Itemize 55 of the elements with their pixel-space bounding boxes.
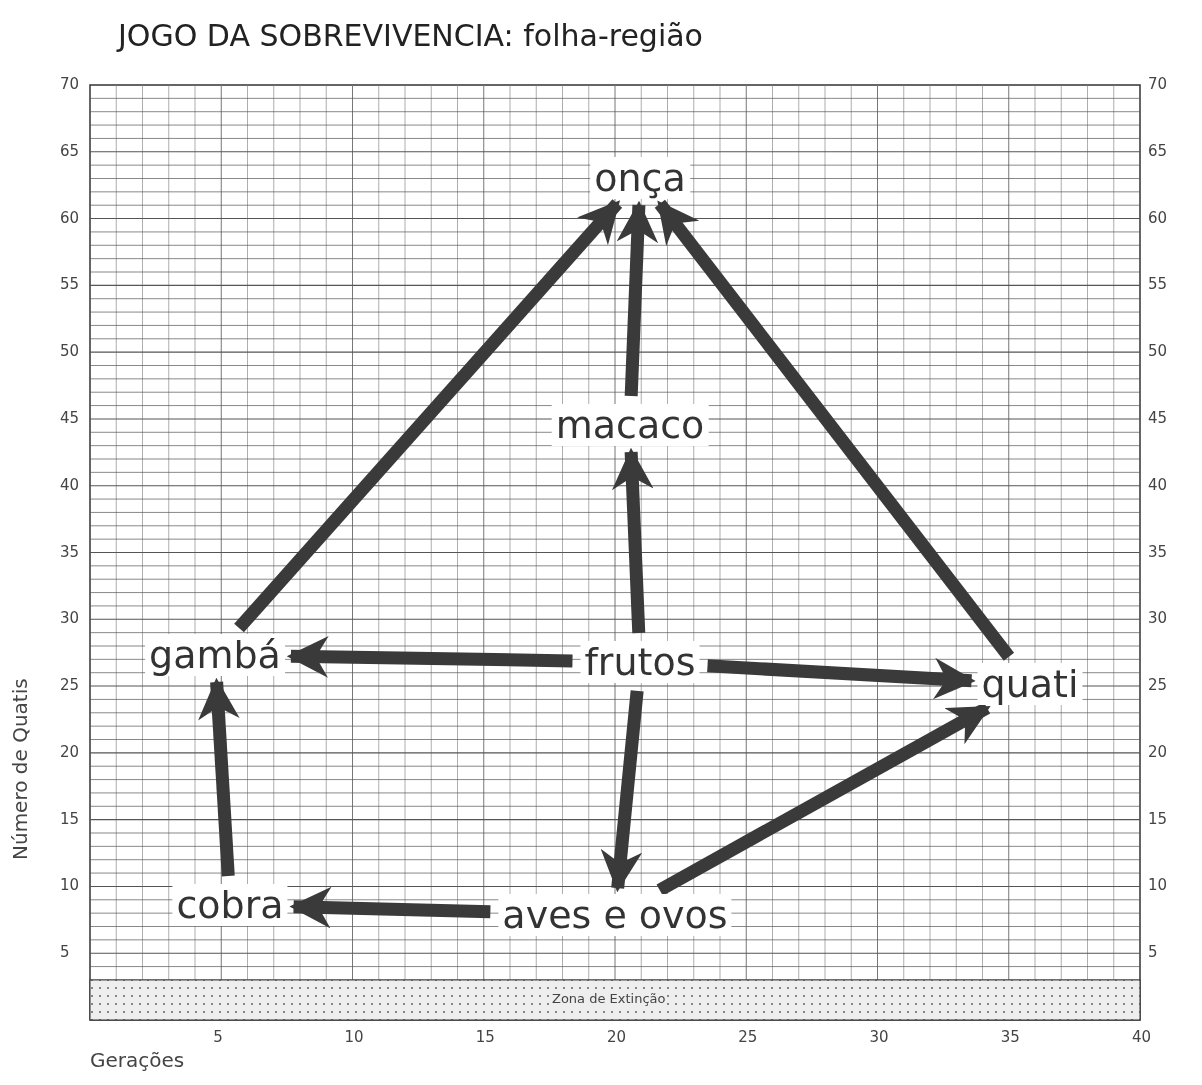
arrow [286, 636, 573, 678]
axis-tick-label: 30 [60, 611, 80, 627]
axis-tick-label: 5 [1148, 945, 1158, 961]
axis-tick-label: 5 [60, 945, 70, 961]
axis-tick-label: 70 [1148, 77, 1168, 92]
species-label: frutos [580, 641, 700, 683]
axis-tick-label: 10 [1148, 878, 1168, 894]
arrow [611, 447, 654, 634]
title: JOGO DA SOBREVIVENCIA: folha-região [118, 18, 703, 53]
arrow [198, 677, 240, 877]
axis-tick-label: 15 [475, 1030, 495, 1045]
axis-tick-label: 25 [60, 678, 80, 694]
axis-tick-label: 20 [1148, 744, 1168, 760]
axis-tick-label: 65 [60, 143, 80, 159]
axis-tick-label: 10 [60, 878, 80, 894]
axis-title: Gerações [90, 1050, 185, 1070]
axis-tick-label: 45 [1148, 410, 1168, 426]
axis-tick-label: 35 [1148, 544, 1168, 560]
arrow [616, 200, 659, 397]
species-label: onça [590, 157, 690, 199]
axis-tick-label: 35 [60, 544, 80, 560]
axis-tick-label: 50 [60, 344, 80, 360]
arrow [234, 199, 623, 633]
axis-tick-label: 20 [607, 1030, 627, 1045]
axis-tick-label: 60 [1148, 210, 1168, 226]
axis-tick-label: 50 [1148, 344, 1168, 360]
axis-tick-label: 40 [1132, 1030, 1152, 1045]
axis-tick-label: 30 [1148, 611, 1168, 627]
species-label: macaco [551, 404, 709, 446]
axis-tick-label: 20 [60, 744, 80, 760]
axis-tick-label: 15 [1148, 811, 1168, 827]
axis-tick-label: 70 [60, 77, 80, 92]
axis-tick-label: 65 [1148, 143, 1168, 159]
axis-tick-label: 15 [60, 811, 80, 827]
arrow [707, 657, 976, 700]
arrow [289, 886, 491, 929]
axis-tick-label: 30 [869, 1030, 889, 1045]
species-label: gambá [145, 634, 285, 676]
axis-tick-label: 25 [738, 1030, 758, 1045]
species-label: cobra [172, 884, 288, 926]
axis-tick-label: 55 [60, 277, 80, 293]
species-label: aves e ovos [498, 894, 732, 936]
axis-tick-label: 60 [60, 210, 80, 226]
axis-title: Número de Quatis [10, 678, 30, 860]
axis-tick-label: 55 [1148, 277, 1168, 293]
axis-tick-label: 25 [1148, 678, 1168, 694]
axis-tick-label: 45 [60, 410, 80, 426]
axis-tick-label: 35 [1000, 1030, 1020, 1045]
arrow [654, 199, 1015, 661]
arrow [600, 690, 644, 893]
axis-tick-label: 40 [60, 477, 80, 493]
species-label: quati [977, 663, 1083, 705]
axis-tick-label: 5 [213, 1030, 223, 1045]
axis-tick-label: 10 [344, 1030, 364, 1045]
axis-tick-label: 40 [1148, 477, 1168, 493]
